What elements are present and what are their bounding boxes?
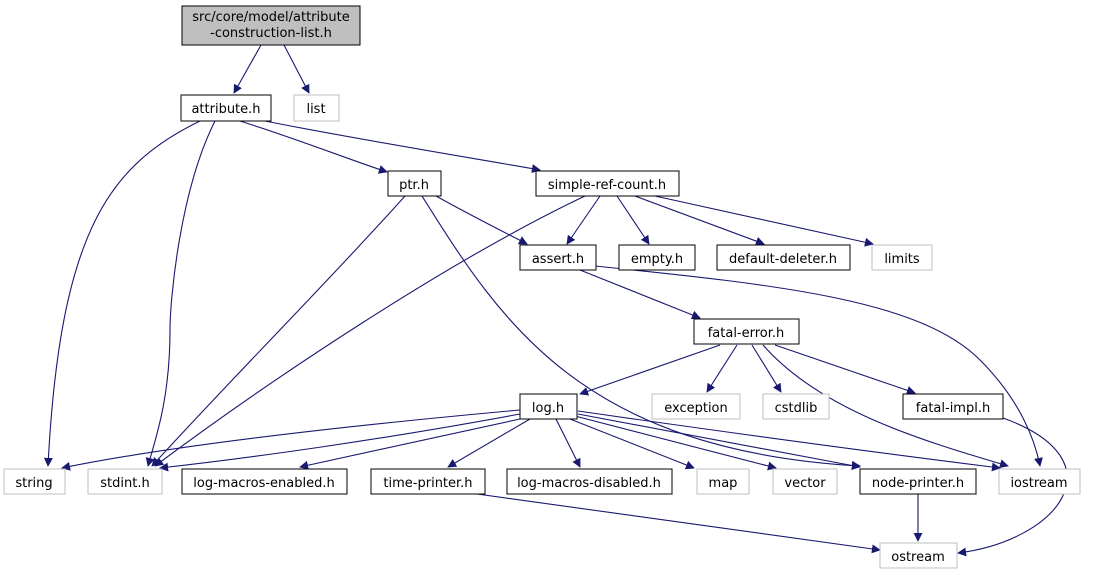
edge-ptr-h-node-printer-h: [421, 195, 861, 471]
svg-text:fatal-impl.h: fatal-impl.h: [916, 401, 990, 416]
edge-log-h-log-macros-disabled-h: [555, 418, 581, 468]
node-fatal-impl-h[interactable]: fatal-impl.h: [902, 393, 1004, 420]
svg-text:stdint.h: stdint.h: [100, 476, 149, 491]
node-stdint-h[interactable]: stdint.h: [87, 468, 163, 495]
node-ostream[interactable]: ostream: [879, 542, 958, 569]
svg-text:map: map: [709, 476, 738, 491]
node-root-attribute-construction-list-h[interactable]: src/core/model/attribute -construction-l…: [181, 5, 361, 46]
edge-fatal-impl-h-ostream: [957, 417, 1068, 557]
edge-log-h-map: [569, 418, 695, 470]
node-iostream[interactable]: iostream: [998, 468, 1081, 495]
root-label-line1: src/core/model/attribute: [192, 10, 349, 25]
edge-fatal-error-h-cstdlib: [751, 344, 782, 393]
svg-text:default-deleter.h: default-deleter.h: [729, 252, 837, 267]
edge-root-attribute-h: [233, 44, 262, 94]
edge-attribute-h-ptr-h: [239, 120, 388, 174]
node-attribute-h[interactable]: attribute.h: [180, 94, 272, 122]
svg-text:empty.h: empty.h: [631, 252, 683, 267]
node-map[interactable]: map: [696, 468, 750, 495]
svg-text:time-printer.h: time-printer.h: [383, 476, 472, 491]
edge-simple-ref-count-h-assert-h: [566, 195, 601, 245]
svg-text:log-macros-disabled.h: log-macros-disabled.h: [517, 476, 661, 491]
edge-log-h-log-macros-enabled-h: [299, 418, 521, 470]
node-default-deleter-h[interactable]: default-deleter.h: [716, 244, 851, 271]
node-log-macros-disabled-h[interactable]: log-macros-disabled.h: [506, 468, 673, 495]
edge-assert-h-iostream: [594, 265, 1043, 467]
edge-fatal-error-h-fatal-impl-h: [774, 344, 916, 395]
edge-fatal-error-h-exception: [706, 344, 738, 393]
edge-attribute-h-stdint-h: [145, 120, 216, 467]
edge-time-printer-h-ostream: [469, 492, 881, 554]
node-cstdlib[interactable]: cstdlib: [762, 393, 830, 420]
svg-text:assert.h: assert.h: [532, 252, 584, 267]
edge-root-list: [283, 44, 310, 94]
edge-simple-ref-count-h-limits: [654, 195, 874, 247]
svg-text:simple-ref-count.h: simple-ref-count.h: [548, 178, 666, 193]
edge-ptr-h-stdint-h: [151, 195, 406, 467]
svg-text:ostream: ostream: [891, 550, 945, 565]
svg-text:list: list: [306, 102, 325, 117]
edge-log-h-time-printer-h: [447, 418, 531, 468]
node-simple-ref-count-h[interactable]: simple-ref-count.h: [535, 170, 680, 197]
edge-simple-ref-count-h-stdint-h: [154, 195, 586, 467]
svg-text:exception: exception: [664, 401, 728, 416]
edge-fatal-error-h-log-h: [579, 344, 721, 396]
node-time-printer-h[interactable]: time-printer.h: [370, 468, 486, 495]
svg-text:log-macros-enabled.h: log-macros-enabled.h: [193, 476, 334, 491]
svg-text:ptr.h: ptr.h: [399, 178, 429, 193]
node-vector[interactable]: vector: [772, 468, 838, 495]
edge-log-h-node-printer-h: [577, 413, 861, 470]
node-node-printer-h[interactable]: node-printer.h: [859, 468, 977, 495]
root-label-line2: -construction-list.h: [210, 26, 332, 41]
svg-text:iostream: iostream: [1010, 476, 1067, 491]
svg-text:vector: vector: [784, 476, 826, 491]
node-log-macros-enabled-h[interactable]: log-macros-enabled.h: [181, 468, 348, 495]
edge-log-h-string: [61, 409, 521, 471]
svg-text:attribute.h: attribute.h: [191, 102, 260, 117]
edge-simple-ref-count-h-empty-h: [616, 195, 650, 245]
node-log-h[interactable]: log.h: [519, 393, 578, 420]
node-limits[interactable]: limits: [871, 244, 933, 271]
edge-attribute-h-simple-ref-count-h: [264, 120, 541, 174]
edge-log-h-stdint-h: [159, 413, 521, 472]
node-exception[interactable]: exception: [651, 393, 741, 420]
edge-simple-ref-count-h-default-deleter-h: [634, 195, 765, 246]
svg-text:limits: limits: [884, 252, 920, 267]
edge-assert-h-fatal-error-h: [579, 269, 701, 320]
svg-text:log.h: log.h: [532, 401, 564, 416]
edge-ptr-h-assert-h: [435, 195, 528, 245]
svg-text:fatal-error.h: fatal-error.h: [708, 326, 785, 341]
node-ptr-h[interactable]: ptr.h: [387, 170, 442, 197]
node-assert-h[interactable]: assert.h: [519, 244, 597, 271]
node-list[interactable]: list: [293, 94, 340, 122]
node-fatal-error-h[interactable]: fatal-error.h: [693, 318, 800, 345]
node-empty-h[interactable]: empty.h: [618, 244, 696, 271]
edge-log-h-iostream: [577, 410, 1001, 472]
svg-text:string: string: [15, 476, 52, 491]
svg-text:cstdlib: cstdlib: [775, 401, 818, 416]
svg-text:node-printer.h: node-printer.h: [872, 476, 964, 491]
edge-log-h-vector: [574, 415, 777, 471]
edge-fatal-error-h-iostream: [762, 344, 1009, 469]
edge-attribute-h-string: [43, 120, 201, 467]
node-string[interactable]: string: [3, 468, 66, 495]
